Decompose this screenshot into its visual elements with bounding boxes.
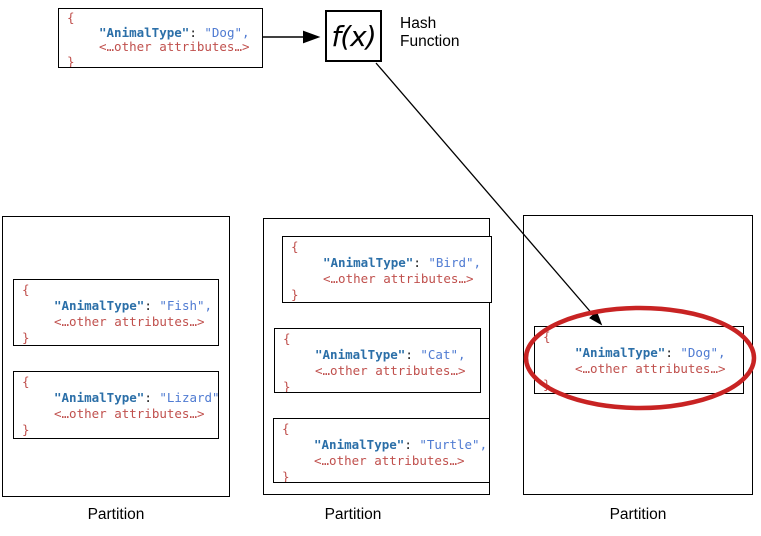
json-line-close: } <box>22 422 30 437</box>
json-line-key-value: "AnimalType": "Bird", <box>323 255 482 270</box>
json-line-attributes: <…other attributes…> <box>315 363 466 378</box>
json-record-cat: { "AnimalType": "Cat", <…other attribute… <box>274 328 481 393</box>
hash-function-label: Hash Function <box>400 15 460 50</box>
json-line-open: { <box>22 282 30 297</box>
json-line-open: { <box>543 329 551 344</box>
hash-function-box: f(x) <box>325 10 382 62</box>
json-line-key-value: "AnimalType": "Dog", <box>575 345 726 360</box>
json-line-open: { <box>67 10 75 25</box>
partition-box-1: { "AnimalType": "Fish", <…other attribut… <box>2 216 230 497</box>
json-record-lizard: { "AnimalType": "Lizard", <…other attrib… <box>13 371 219 439</box>
json-line-key-value: "AnimalType": "Turtle", <box>314 437 488 452</box>
partition-label: Partition <box>609 506 667 523</box>
json-line-attributes: <…other attributes…> <box>54 406 205 421</box>
json-line-open: { <box>291 239 299 254</box>
json-record-fish: { "AnimalType": "Fish", <…other attribut… <box>13 279 219 346</box>
json-line-attributes: <…other attributes…> <box>323 271 474 286</box>
json-line-key-value: "AnimalType": "Lizard", <box>54 390 219 405</box>
json-line-close: } <box>67 53 75 68</box>
json-line-key-value: "AnimalType": "Dog", <box>99 24 250 40</box>
json-line-attributes: <…other attributes…> <box>54 314 205 329</box>
partition-label: Partition <box>324 506 382 523</box>
json-line-close: } <box>291 287 299 302</box>
json-line-attributes: <…other attributes…> <box>575 361 726 376</box>
source-json-record: { "AnimalType": "Dog", <…other attribute… <box>58 8 263 68</box>
json-line-close: } <box>283 379 291 393</box>
json-line-key-value: "AnimalType": "Fish", <box>54 298 213 313</box>
json-record-turtle: { "AnimalType": "Turtle", <…other attrib… <box>273 418 490 483</box>
json-line-key-value: "AnimalType": "Cat", <box>315 347 466 362</box>
partition-box-3: { "AnimalType": "Dog", <…other attribute… <box>523 215 753 495</box>
hash-function-symbol: f(x) <box>331 19 376 53</box>
json-line-attributes: <…other attributes…> <box>314 453 465 468</box>
partition-label: Partition <box>87 506 145 523</box>
json-line-open: { <box>22 374 30 389</box>
json-line-open: { <box>283 331 291 346</box>
json-record-dog: { "AnimalType": "Dog", <…other attribute… <box>534 326 744 394</box>
json-line-close: } <box>543 377 551 392</box>
json-line-open: { <box>282 421 290 436</box>
json-line-attributes: <…other attributes…> <box>99 39 250 54</box>
json-line-close: } <box>22 330 30 345</box>
partition-box-2: { "AnimalType": "Bird", <…other attribut… <box>263 218 492 495</box>
json-line-close: } <box>282 469 290 483</box>
json-record-bird: { "AnimalType": "Bird", <…other attribut… <box>282 236 492 303</box>
